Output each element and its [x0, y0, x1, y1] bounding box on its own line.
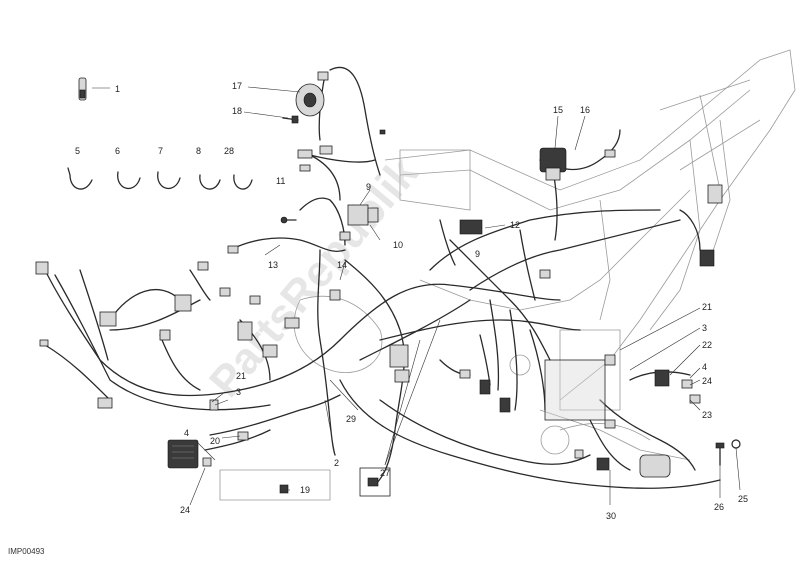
callout-21: 21 [702, 302, 712, 312]
left-connectors [35, 261, 300, 409]
callout-3: 3 [702, 323, 707, 333]
callout-29: 29 [346, 414, 356, 424]
relay-part-9 [347, 204, 483, 235]
callout-24: 24 [180, 505, 190, 515]
callout-23: 23 [702, 410, 712, 420]
callout-30: 30 [606, 511, 616, 521]
callout-leaders [92, 86, 741, 506]
coil-part-15-16 [539, 147, 616, 181]
horn-part-17 [295, 71, 329, 117]
screw-part-11 [280, 216, 297, 224]
watermark-text: PartsRepublik [200, 148, 428, 407]
callout-1: 1 [115, 84, 120, 94]
callout-14: 14 [337, 260, 347, 270]
callout-15: 15 [553, 105, 563, 115]
callout-27: 27 [380, 468, 390, 478]
callout-9: 9 [475, 249, 480, 259]
callout-5: 5 [75, 146, 80, 156]
callout-9: 9 [366, 182, 371, 192]
callout-7: 7 [158, 146, 163, 156]
cable-clamps [67, 167, 253, 190]
callout-11: 11 [276, 176, 285, 186]
battery-area [544, 184, 723, 421]
main-harness-wires [44, 66, 721, 489]
regulator-part-4 [167, 399, 289, 494]
callout-28: 28 [224, 146, 234, 156]
callout-3: 3 [236, 387, 241, 397]
callout-22: 22 [702, 340, 712, 350]
lower-right-connectors [329, 269, 671, 478]
sensor-part-1 [78, 77, 87, 101]
components [35, 71, 741, 497]
callout-26: 26 [714, 502, 724, 512]
callout-17: 17 [232, 81, 242, 91]
callout-4: 4 [702, 362, 707, 372]
callout-25: 25 [738, 494, 748, 504]
callout-18: 18 [232, 106, 242, 116]
callout-10: 10 [393, 240, 403, 250]
callout-24: 24 [702, 376, 712, 386]
part-27-box [359, 467, 391, 497]
callout-19: 19 [300, 485, 310, 495]
callout-12: 12 [510, 220, 520, 230]
callout-labels: 1 2 3 3 4 4 5 6 7 8 9 9 10 11 12 13 14 1… [75, 81, 748, 521]
callout-16: 16 [580, 105, 590, 115]
callout-6: 6 [115, 146, 120, 156]
callout-21: 21 [236, 371, 246, 381]
callout-20: 20 [210, 436, 220, 446]
callout-4: 4 [184, 428, 189, 438]
screw-part-18 [282, 115, 299, 124]
cable-part-13 [227, 231, 351, 254]
connectors-top [297, 129, 386, 172]
callout-2: 2 [334, 458, 339, 468]
drawing-code: IMP00493 [8, 547, 45, 556]
callout-13: 13 [268, 260, 278, 270]
callout-8: 8 [196, 146, 201, 156]
